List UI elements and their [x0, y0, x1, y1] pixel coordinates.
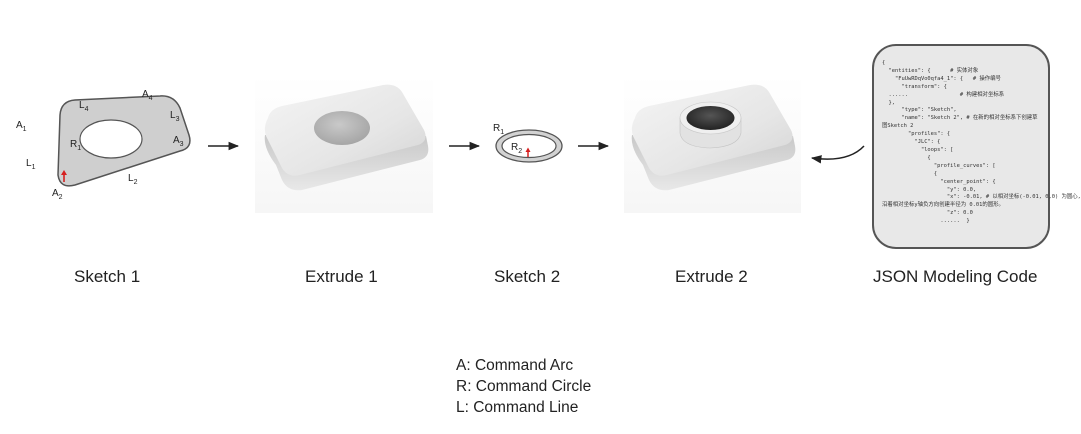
label-a2: A2	[52, 188, 63, 201]
sketch-2-start-arrowhead	[525, 147, 531, 152]
json-code-line: 图Sketch 2	[882, 123, 914, 130]
json-code-panel: { "entities": { # 实体对象 "FuUwRDqVo0qfa4_1…	[872, 44, 1081, 249]
json-code-line: "name": "Sketch 2", # 在新的相对坐标系下创建草	[882, 115, 1038, 122]
label-l3: L3	[170, 110, 180, 123]
arrow-json-to-extrude2	[810, 145, 865, 164]
legend-circle: R: Command Circle	[456, 378, 592, 395]
extrude-2-render	[624, 75, 801, 213]
caption-json-modeling-code: JSON Modeling Code	[873, 267, 1038, 286]
command-legend: A: Command Arc R: Command Circle L: Comm…	[456, 355, 591, 418]
json-code-text: { "entities": { # 实体对象 "FuUwRDqVo0qfa4_1…	[882, 60, 1081, 226]
sketch-2-inner-ring	[501, 133, 557, 159]
json-code-line: "loops": [	[882, 146, 954, 153]
json-code-line: {	[882, 60, 886, 66]
json-code-line: },	[882, 99, 895, 106]
label-l1: L1	[26, 158, 36, 171]
json-code-line: 沿着相对坐标y轴负方向创建半径为 0.01的圆形。	[882, 202, 1004, 209]
json-code-line: {	[882, 154, 931, 161]
label-r1: R1	[70, 139, 81, 152]
label-sketch2-r2: R2	[511, 142, 522, 155]
caption-extrude-2: Extrude 2	[675, 267, 748, 286]
legend-line: L: Command Line	[456, 399, 579, 416]
json-code-line: {	[882, 170, 938, 177]
json-code-line: ...... }	[882, 218, 970, 225]
json-code-line: "profiles": {	[882, 131, 951, 138]
json-code-line: "transform": {	[882, 83, 947, 90]
json-code-line: "type": "Sketch",	[882, 107, 957, 114]
legend-arc: A: Command Arc	[456, 357, 574, 374]
json-code-line: "z": 0.0	[882, 210, 973, 217]
json-code-line: "y": 0.0,	[882, 186, 977, 193]
json-code-line: "JLC": {	[882, 139, 941, 146]
sketch-1-start-arrowhead	[61, 170, 67, 175]
sketch-2-figure: R1 R2	[493, 123, 563, 163]
json-code-line: "profile_curves": [	[882, 162, 996, 169]
json-code-line: "center_point": {	[882, 178, 996, 185]
sketch-1-figure: A1 L4 A4 L3 A3 R1 L1 L2 A2	[16, 89, 191, 201]
label-l2: L2	[128, 173, 138, 186]
extrude-1-hole	[314, 111, 370, 145]
extrude-2-boss-hole	[686, 106, 735, 130]
caption-sketch-2: Sketch 2	[494, 267, 561, 286]
label-sketch2-r1: R1	[493, 123, 504, 136]
extrude-1-render	[255, 75, 433, 213]
json-code-line: "FuUwRDqVo0qfa4_1": { # 操作编号	[882, 75, 1001, 82]
caption-sketch-1: Sketch 1	[74, 267, 141, 286]
label-a1: A1	[16, 120, 27, 133]
json-code-line: "x": -0.01, # 以相对坐标(-0.01, 0,0) 为圆心,	[882, 194, 1081, 201]
label-a3: A3	[173, 135, 184, 148]
json-code-line: ...... # 构建相对坐标系	[882, 91, 1005, 98]
json-code-line: "entities": { # 实体对象	[882, 67, 979, 74]
caption-extrude-1: Extrude 1	[305, 267, 378, 286]
sketch-1-circle	[79, 119, 143, 159]
label-l4: L4	[79, 100, 89, 113]
label-a4: A4	[142, 89, 153, 102]
